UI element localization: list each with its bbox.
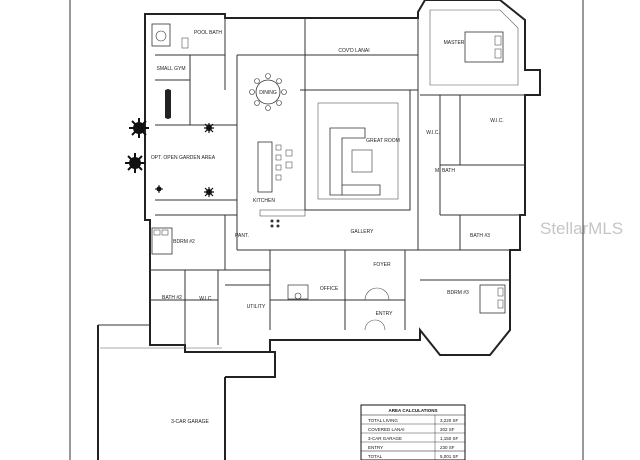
area-row-value: 1,150 SF [440,436,459,441]
area-calculations-table: AREA CALCULATIONS TOTAL LIVING 3,220 SF … [360,404,466,460]
label-opt-open-garden: OPT. OPEN GARDEN AREA [151,155,216,161]
label-entry: ENTRY [376,311,394,317]
label-great-room: GREAT ROOM [366,138,400,144]
office-desk [287,284,309,300]
property-boundary [69,0,584,460]
sectional-sofa [329,127,381,196]
area-row-value: 5,001 SF [440,454,459,459]
label-covd-lanai: COV'D LANAI [338,48,369,54]
area-row-value: 230 SF [440,445,455,450]
area-row-value: 202 SF [440,427,455,432]
label-wic-2: W.I.C. [490,118,504,124]
house-walls [144,0,541,356]
label-kitchen: KITCHEN [253,198,275,204]
area-row-value: 3,220 SF [440,418,459,423]
area-row-label: TOTAL LIVING [368,418,398,423]
great-room-outline [304,89,411,211]
label-m-bath: M. BATH [435,168,455,174]
room-labels: POOL BATH COV'D LANAI MASTER SMALL GYM D… [151,30,504,425]
label-garage: 3-CAR GARAGE [171,419,209,425]
gym-equipment [165,89,171,119]
bedroom-3-bed [479,284,506,314]
kitchen-island [257,141,306,228]
watermark: StellarMLS [540,219,624,238]
garage-outline [97,324,276,460]
palm-plants [125,118,214,197]
area-calc-title: AREA CALCULATIONS [389,408,438,413]
label-pool-bath: POOL BATH [194,30,222,36]
label-wic-1: W.I.C. [426,130,440,136]
pool-bath-fixture [151,23,189,49]
label-bath-2: BATH #2 [162,295,182,301]
dining-table [249,73,287,111]
label-office: OFFICE [320,286,339,292]
label-utility: UTILITY [247,304,266,310]
master-bed [464,31,504,63]
area-row-label: ENTRY [368,445,383,450]
label-bdrm-2: BDRM #2 [173,239,195,245]
area-row-label: COVERED LANAI [368,427,405,432]
master-bay [429,9,519,86]
label-gallery: GALLERY [351,229,375,235]
label-pant: PANT. [235,233,249,239]
label-dining: DINING [259,90,277,96]
bedroom-2-bed [151,227,173,255]
entry-doors [364,287,390,331]
label-foyer: FOYER [373,262,391,268]
label-wic-3: W.I.C. [199,296,213,302]
label-small-gym: SMALL GYM [157,66,186,72]
label-bdrm-3: BDRM #3 [447,290,469,296]
area-row-label: TOTAL [368,454,383,459]
label-bath-3: BATH #3 [470,233,490,239]
area-row-label: 3-CAR GARAGE [368,436,402,441]
label-master: MASTER [444,40,465,46]
